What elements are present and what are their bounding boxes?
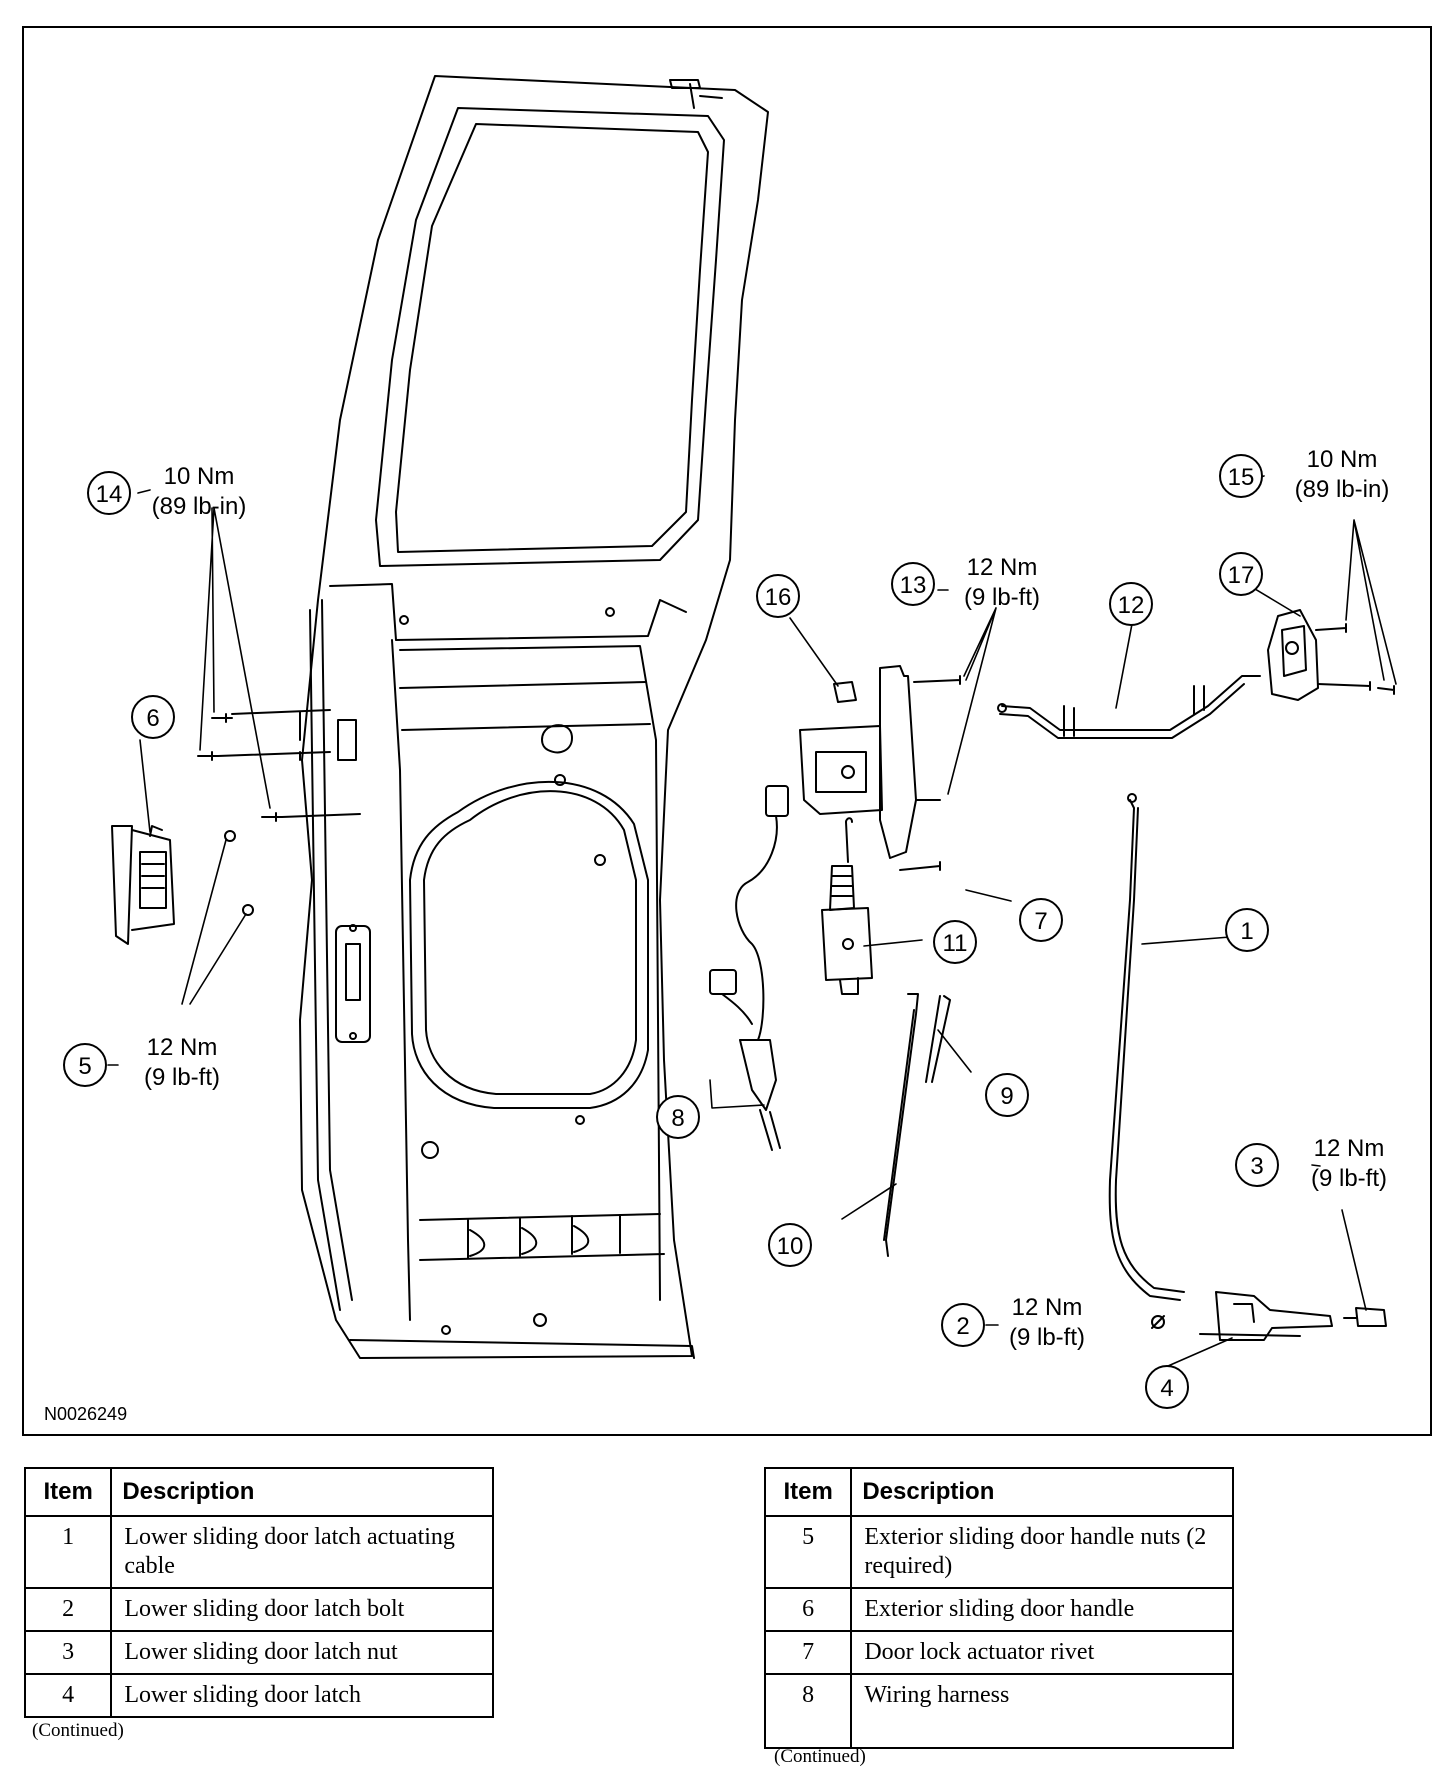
door-lock-actuator-part: [821, 817, 873, 995]
exploded-diagram: 1 2 3 4 5 6 7 8 9 10 11 12 13 14 15 16 1…: [44, 75, 1397, 1424]
item-number: 8: [763, 1673, 853, 1749]
callout-6: 6: [131, 695, 175, 739]
callout-5: 5: [63, 1043, 107, 1087]
torque-3-imperial: (9 lb-ft): [1311, 1165, 1387, 1192]
svg-text:8: 8: [671, 1105, 684, 1132]
svg-text:1: 1: [1240, 918, 1253, 945]
callout-17: 17: [1219, 552, 1263, 596]
torque-14-imperial: (89 lb-in): [152, 493, 247, 520]
callout-1: 1: [1225, 908, 1269, 952]
svg-text:3: 3: [1250, 1153, 1263, 1180]
table-row: 2 Lower sliding door latch bolt: [23, 1587, 494, 1632]
diagram-frame: [22, 26, 1432, 1436]
callout-15: 15: [1219, 454, 1263, 498]
callout-4: 4: [1145, 1365, 1189, 1409]
torque-5-imperial: (9 lb-ft): [144, 1064, 220, 1091]
svg-text:7: 7: [1034, 908, 1047, 935]
svg-text:11: 11: [943, 930, 968, 957]
torque-3-metric: 12 Nm: [1314, 1135, 1385, 1162]
callout-14: 14: [87, 471, 131, 515]
svg-text:10: 10: [777, 1233, 804, 1260]
leader-lines: [107, 475, 1397, 1367]
continued-note-right: (Continued): [774, 1746, 866, 1767]
lower-cable-1: [1108, 793, 1185, 1301]
item-description: Lower sliding door latch nut: [110, 1630, 494, 1675]
callout-8: 8: [656, 1095, 700, 1139]
item-description: Lower sliding door latch bolt: [110, 1587, 494, 1632]
svg-text:17: 17: [1228, 562, 1255, 589]
header-item: Item: [23, 1467, 113, 1517]
item-description: Exterior sliding door handle: [850, 1587, 1234, 1632]
callout-12: 12: [1109, 582, 1153, 626]
torque-15-imperial: (89 lb-in): [1295, 476, 1390, 503]
table-row: 5 Exterior sliding door handle nuts (2 r…: [763, 1515, 1234, 1589]
svg-text:2: 2: [956, 1313, 969, 1340]
figure-id: N0026249: [44, 1404, 127, 1424]
callout-11: 11: [933, 920, 977, 964]
torque-2-metric: 12 Nm: [1012, 1294, 1083, 1321]
torque-13-imperial: (9 lb-ft): [964, 584, 1040, 611]
torque-15-metric: 10 Nm: [1307, 446, 1378, 473]
table-row: 1 Lower sliding door latch actuating cab…: [23, 1515, 494, 1589]
item-number: 7: [763, 1630, 853, 1675]
legend-table-left: Item Description 1 Lower sliding door la…: [23, 1467, 494, 1718]
actuator-rods: [883, 993, 951, 1257]
table-row: 4 Lower sliding door latch: [23, 1673, 494, 1718]
item-number: 6: [763, 1587, 853, 1632]
torque-2-imperial: (9 lb-ft): [1009, 1324, 1085, 1351]
svg-text:9: 9: [1000, 1083, 1013, 1110]
torque-specs: 10 Nm (89 lb-in) 10 Nm (89 lb-in) 12 Nm …: [144, 446, 1389, 1351]
item-description: Exterior sliding door handle nuts (2 req…: [850, 1515, 1234, 1589]
upper-latch-part: [1267, 609, 1395, 701]
svg-text:12: 12: [1118, 592, 1145, 619]
lower-latch-part: [1151, 1291, 1387, 1341]
callout-7: 7: [1019, 898, 1063, 942]
svg-text:6: 6: [146, 705, 159, 732]
table-row: 6 Exterior sliding door handle: [763, 1587, 1234, 1632]
header-description: Description: [850, 1467, 1234, 1517]
callout-9: 9: [985, 1073, 1029, 1117]
item-description: Lower sliding door latch actuating cable: [110, 1515, 494, 1589]
legend-table-right: Item Description 5 Exterior sliding door…: [763, 1467, 1234, 1749]
svg-text:16: 16: [765, 584, 792, 611]
latch-cable-12: [997, 675, 1261, 739]
actuator-bracket-part: [799, 665, 961, 871]
callout-16: 16: [756, 574, 800, 618]
torque-13-metric: 12 Nm: [967, 554, 1038, 581]
item-description: Lower sliding door latch: [110, 1673, 494, 1718]
continued-note-left: (Continued): [32, 1720, 124, 1741]
callouts: 1 2 3 4 5 6 7 8 9 10 11 12 13 14 15 16 1…: [63, 454, 1279, 1409]
svg-text:14: 14: [96, 481, 123, 508]
item-number: 1: [23, 1515, 113, 1589]
torque-14-metric: 10 Nm: [164, 463, 235, 490]
header-item: Item: [763, 1467, 853, 1517]
item-number: 4: [23, 1673, 113, 1718]
header-description: Description: [110, 1467, 494, 1517]
table-row: 7 Door lock actuator rivet: [763, 1630, 1234, 1675]
door-panel: [299, 75, 769, 1359]
handle-fasteners: [197, 709, 361, 916]
wiring-harness-part: [709, 785, 789, 1151]
svg-text:5: 5: [78, 1053, 91, 1080]
callout-10: 10: [768, 1223, 812, 1267]
item-description: Door lock actuator rivet: [850, 1630, 1234, 1675]
item-number: 5: [763, 1515, 853, 1589]
item-number: 2: [23, 1587, 113, 1632]
item-number: 3: [23, 1630, 113, 1675]
torque-5-metric: 12 Nm: [147, 1034, 218, 1061]
svg-text:4: 4: [1160, 1375, 1173, 1402]
svg-text:15: 15: [1228, 464, 1255, 491]
callout-2: 2: [941, 1303, 985, 1347]
exterior-handle-part: [111, 825, 175, 945]
svg-text:13: 13: [900, 572, 927, 599]
item-description: Wiring harness: [850, 1673, 1234, 1749]
callout-13: 13: [891, 562, 935, 606]
table-row: 8 Wiring harness: [763, 1673, 1234, 1749]
callout-3: 3: [1235, 1143, 1279, 1187]
table-row: 3 Lower sliding door latch nut: [23, 1630, 494, 1675]
